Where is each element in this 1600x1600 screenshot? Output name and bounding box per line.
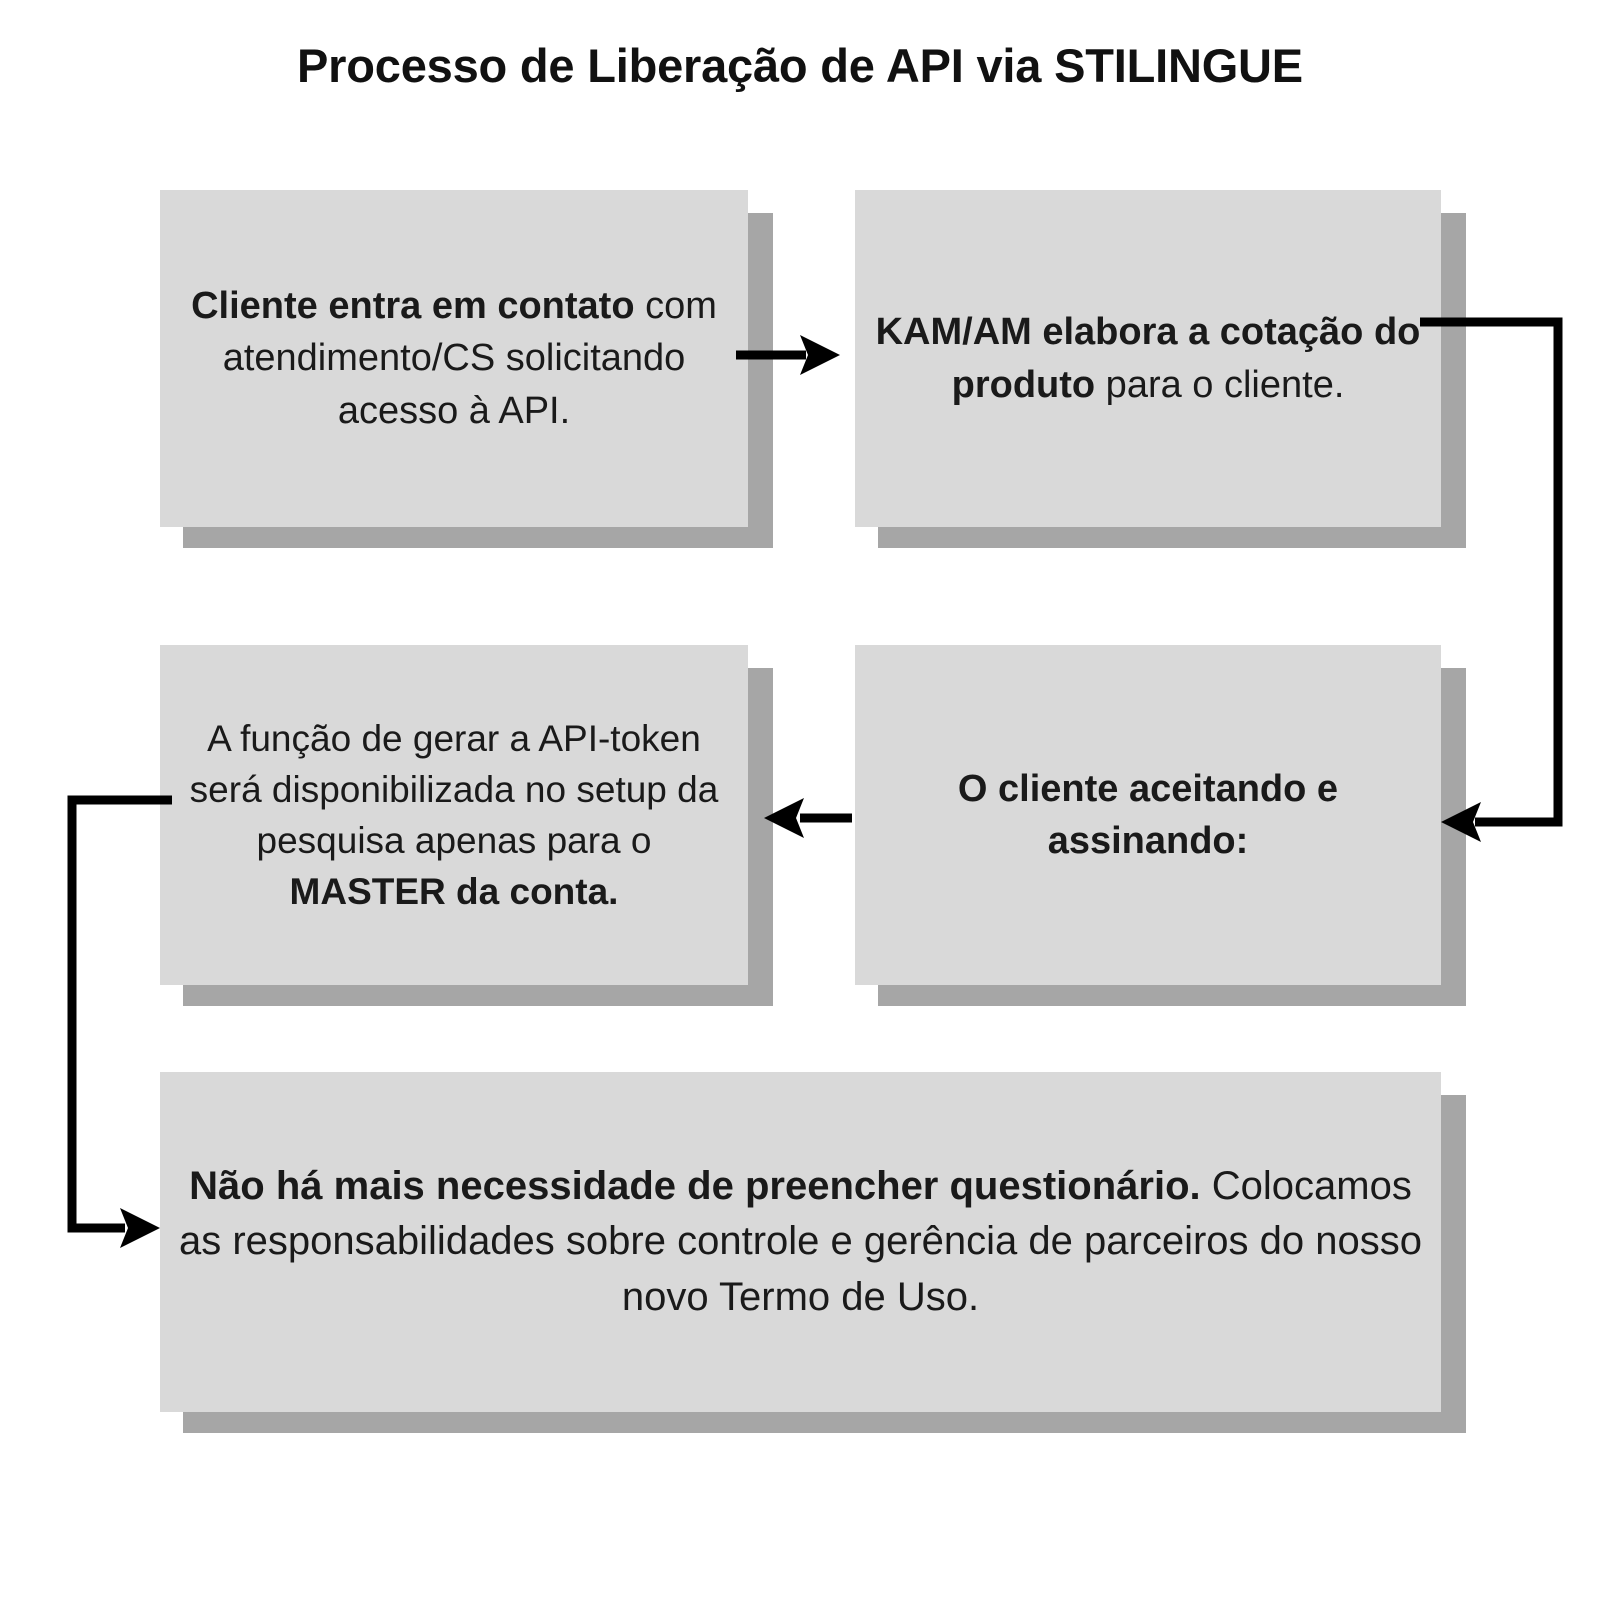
node-text: KAM/AM elabora a cotação do produto para… <box>869 306 1427 411</box>
node-text-regular: A função de gerar a API-token será dispo… <box>189 717 719 861</box>
node-text-bold: O cliente aceitando e assinando: <box>957 767 1339 862</box>
node-text-bold: KAM/AM elabora a cotação do produto <box>875 311 1421 406</box>
flow-node-cliente-entra-em-contato[interactable]: Cliente entra em contato com atendimento… <box>160 190 748 527</box>
arrow-node1-to-node2 <box>736 335 840 375</box>
node-text-regular: com atendimento/CS solicitando acesso à … <box>222 284 717 432</box>
node-text-regular: para o cliente. <box>1095 363 1345 406</box>
node-text: O cliente aceitando e assinando: <box>869 763 1427 868</box>
node-text: A função de gerar a API-token será dispo… <box>174 713 734 917</box>
flow-node-sem-necessidade-questionario[interactable]: Não há mais necessidade de preencher que… <box>160 1072 1441 1412</box>
node-text-bold: MASTER da conta. <box>289 871 619 913</box>
node-text-bold: Cliente entra em contato <box>191 284 635 327</box>
node-text-regular: Colocamos as responsabilidades sobre con… <box>179 1164 1422 1319</box>
arrow-node2-to-node4 <box>1420 317 1563 842</box>
arrow-node4-to-node3 <box>764 798 852 838</box>
arrow-node3-to-node5 <box>67 795 172 1248</box>
node-text: Não há mais necessidade de preencher que… <box>174 1159 1427 1325</box>
flow-node-kam-am-elabora-cotacao[interactable]: KAM/AM elabora a cotação do produto para… <box>855 190 1441 527</box>
flow-node-funcao-gerar-api-token[interactable]: A função de gerar a API-token será dispo… <box>160 645 748 985</box>
node-text: Cliente entra em contato com atendimento… <box>174 280 734 437</box>
node-text-bold: Não há mais necessidade de preencher que… <box>189 1164 1201 1209</box>
page-title: Processo de Liberação de API via STILING… <box>297 39 1303 92</box>
flow-node-cliente-aceitando-assinando[interactable]: O cliente aceitando e assinando: <box>855 645 1441 985</box>
